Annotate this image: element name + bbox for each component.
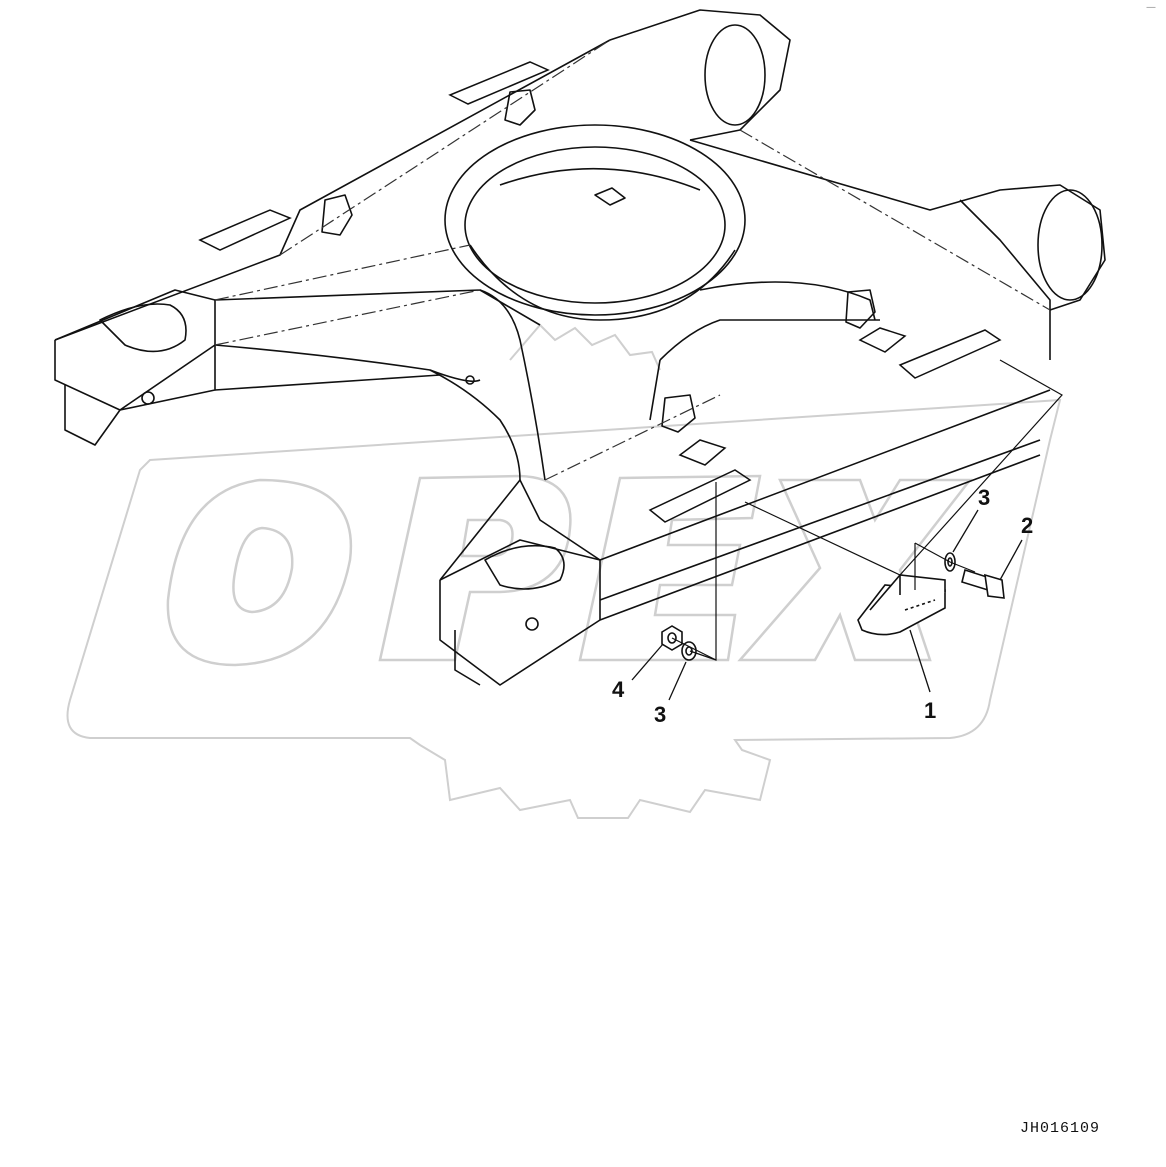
step-part-1 <box>857 574 946 636</box>
watermark-letters <box>166 474 973 667</box>
callout-1: 1 <box>924 698 936 723</box>
watermark-gear <box>66 323 1062 819</box>
phantom-lines <box>214 39 1051 481</box>
callout-3-lower: 3 <box>654 702 666 727</box>
bolt-part-2 <box>961 568 1005 599</box>
leader-lines <box>631 509 1023 701</box>
assembly-lines <box>671 359 1063 661</box>
callout-2: 2 <box>1021 513 1033 538</box>
callout-4: 4 <box>612 677 625 702</box>
callout-3-upper: 3 <box>978 485 990 510</box>
installed-steps <box>198 61 1002 523</box>
corner-mark: — <box>1146 2 1156 13</box>
track-frame <box>54 9 1106 686</box>
drawing-number: JH016109 <box>1020 1120 1100 1137</box>
